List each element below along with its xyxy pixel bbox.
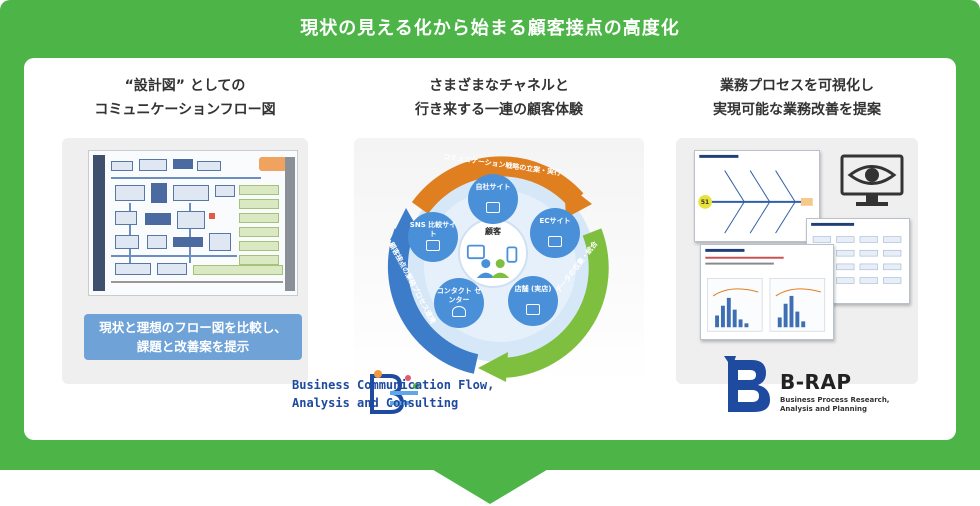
contact-center-label: コンタクト センター [436, 287, 482, 304]
bcf-brand-text: Business Communication Flow, Analysis an… [292, 376, 494, 412]
customer-people-icon [466, 244, 518, 278]
ec-site-label: ECサイト [539, 217, 571, 225]
flowchart-thumbnail [88, 150, 298, 296]
callout-line2: 課題と改善案を提示 [136, 339, 250, 354]
channel-node-ec-site: ECサイト [530, 208, 580, 258]
callout-line1: 現状と理想のフロー図を比較し、 [99, 320, 287, 335]
bcf-line2: Analysis and Consulting [292, 396, 459, 410]
sns-label: SNS 比較サイト [409, 221, 457, 238]
comparison-callout: 現状と理想のフロー図を比較し、 課題と改善案を提示 [84, 314, 302, 360]
cart-icon [548, 236, 562, 247]
customer-node: 顧客 [458, 218, 528, 288]
down-arrow [430, 468, 550, 504]
left-title-line2: コミュニケーションフロー図 [94, 102, 276, 118]
channel-node-contact-center: コンタクト センター [434, 278, 484, 328]
bcf-logo-icon [370, 370, 419, 414]
brap-brand-subtitle: Business Process Research, Analysis and … [780, 396, 889, 414]
middle-title-line1: さまざまなチャネルと [429, 78, 569, 94]
owned-site-label: 自社サイト [475, 183, 511, 191]
store-label: 店舗 (実店) [514, 285, 552, 293]
middle-title-line2: 行き来する一連の顧客体験 [415, 102, 583, 118]
right-title-line1: 業務プロセスを可視化し [720, 78, 874, 94]
sns-icon [426, 240, 440, 251]
document-fishbone: 51 [694, 150, 820, 242]
left-column-title: “設計図” としての コミュニケーションフロー図 [62, 74, 308, 122]
eye-monitor-icon [840, 154, 904, 206]
right-title-line2: 実現可能な業務改善を提案 [713, 102, 881, 118]
customer-label: 顧客 [485, 227, 501, 236]
channel-node-owned-site: 自社サイト [468, 174, 518, 224]
channel-node-sns: SNS 比較サイト [408, 212, 458, 262]
fishbone-diagram-icon [698, 154, 813, 234]
brap-sub-line2: Analysis and Planning [780, 405, 868, 413]
brap-brand-name: B-RAP [780, 370, 852, 394]
page-title: 現状の見える化から始まる顧客接点の高度化 [300, 18, 680, 39]
brap-logo-icon [724, 356, 770, 412]
channel-node-store: 店舗 (実店) [508, 276, 558, 326]
histogram-report-icon [705, 248, 826, 332]
brap-sub-line1: Business Process Research, [780, 396, 890, 404]
left-title-line1: “設計図” としての [124, 78, 246, 94]
right-column-title: 業務プロセスを可視化し 実現可能な業務改善を提案 [676, 74, 918, 122]
headset-icon [452, 306, 466, 317]
fishbone-badge: 51 [700, 199, 710, 206]
store-icon [526, 304, 540, 315]
document-histogram [700, 244, 834, 340]
website-icon [486, 202, 500, 213]
bcf-line1: Business Communication Flow, [292, 378, 495, 392]
middle-column-title: さまざまなチャネルと 行き来する一連の顧客体験 [354, 74, 644, 122]
